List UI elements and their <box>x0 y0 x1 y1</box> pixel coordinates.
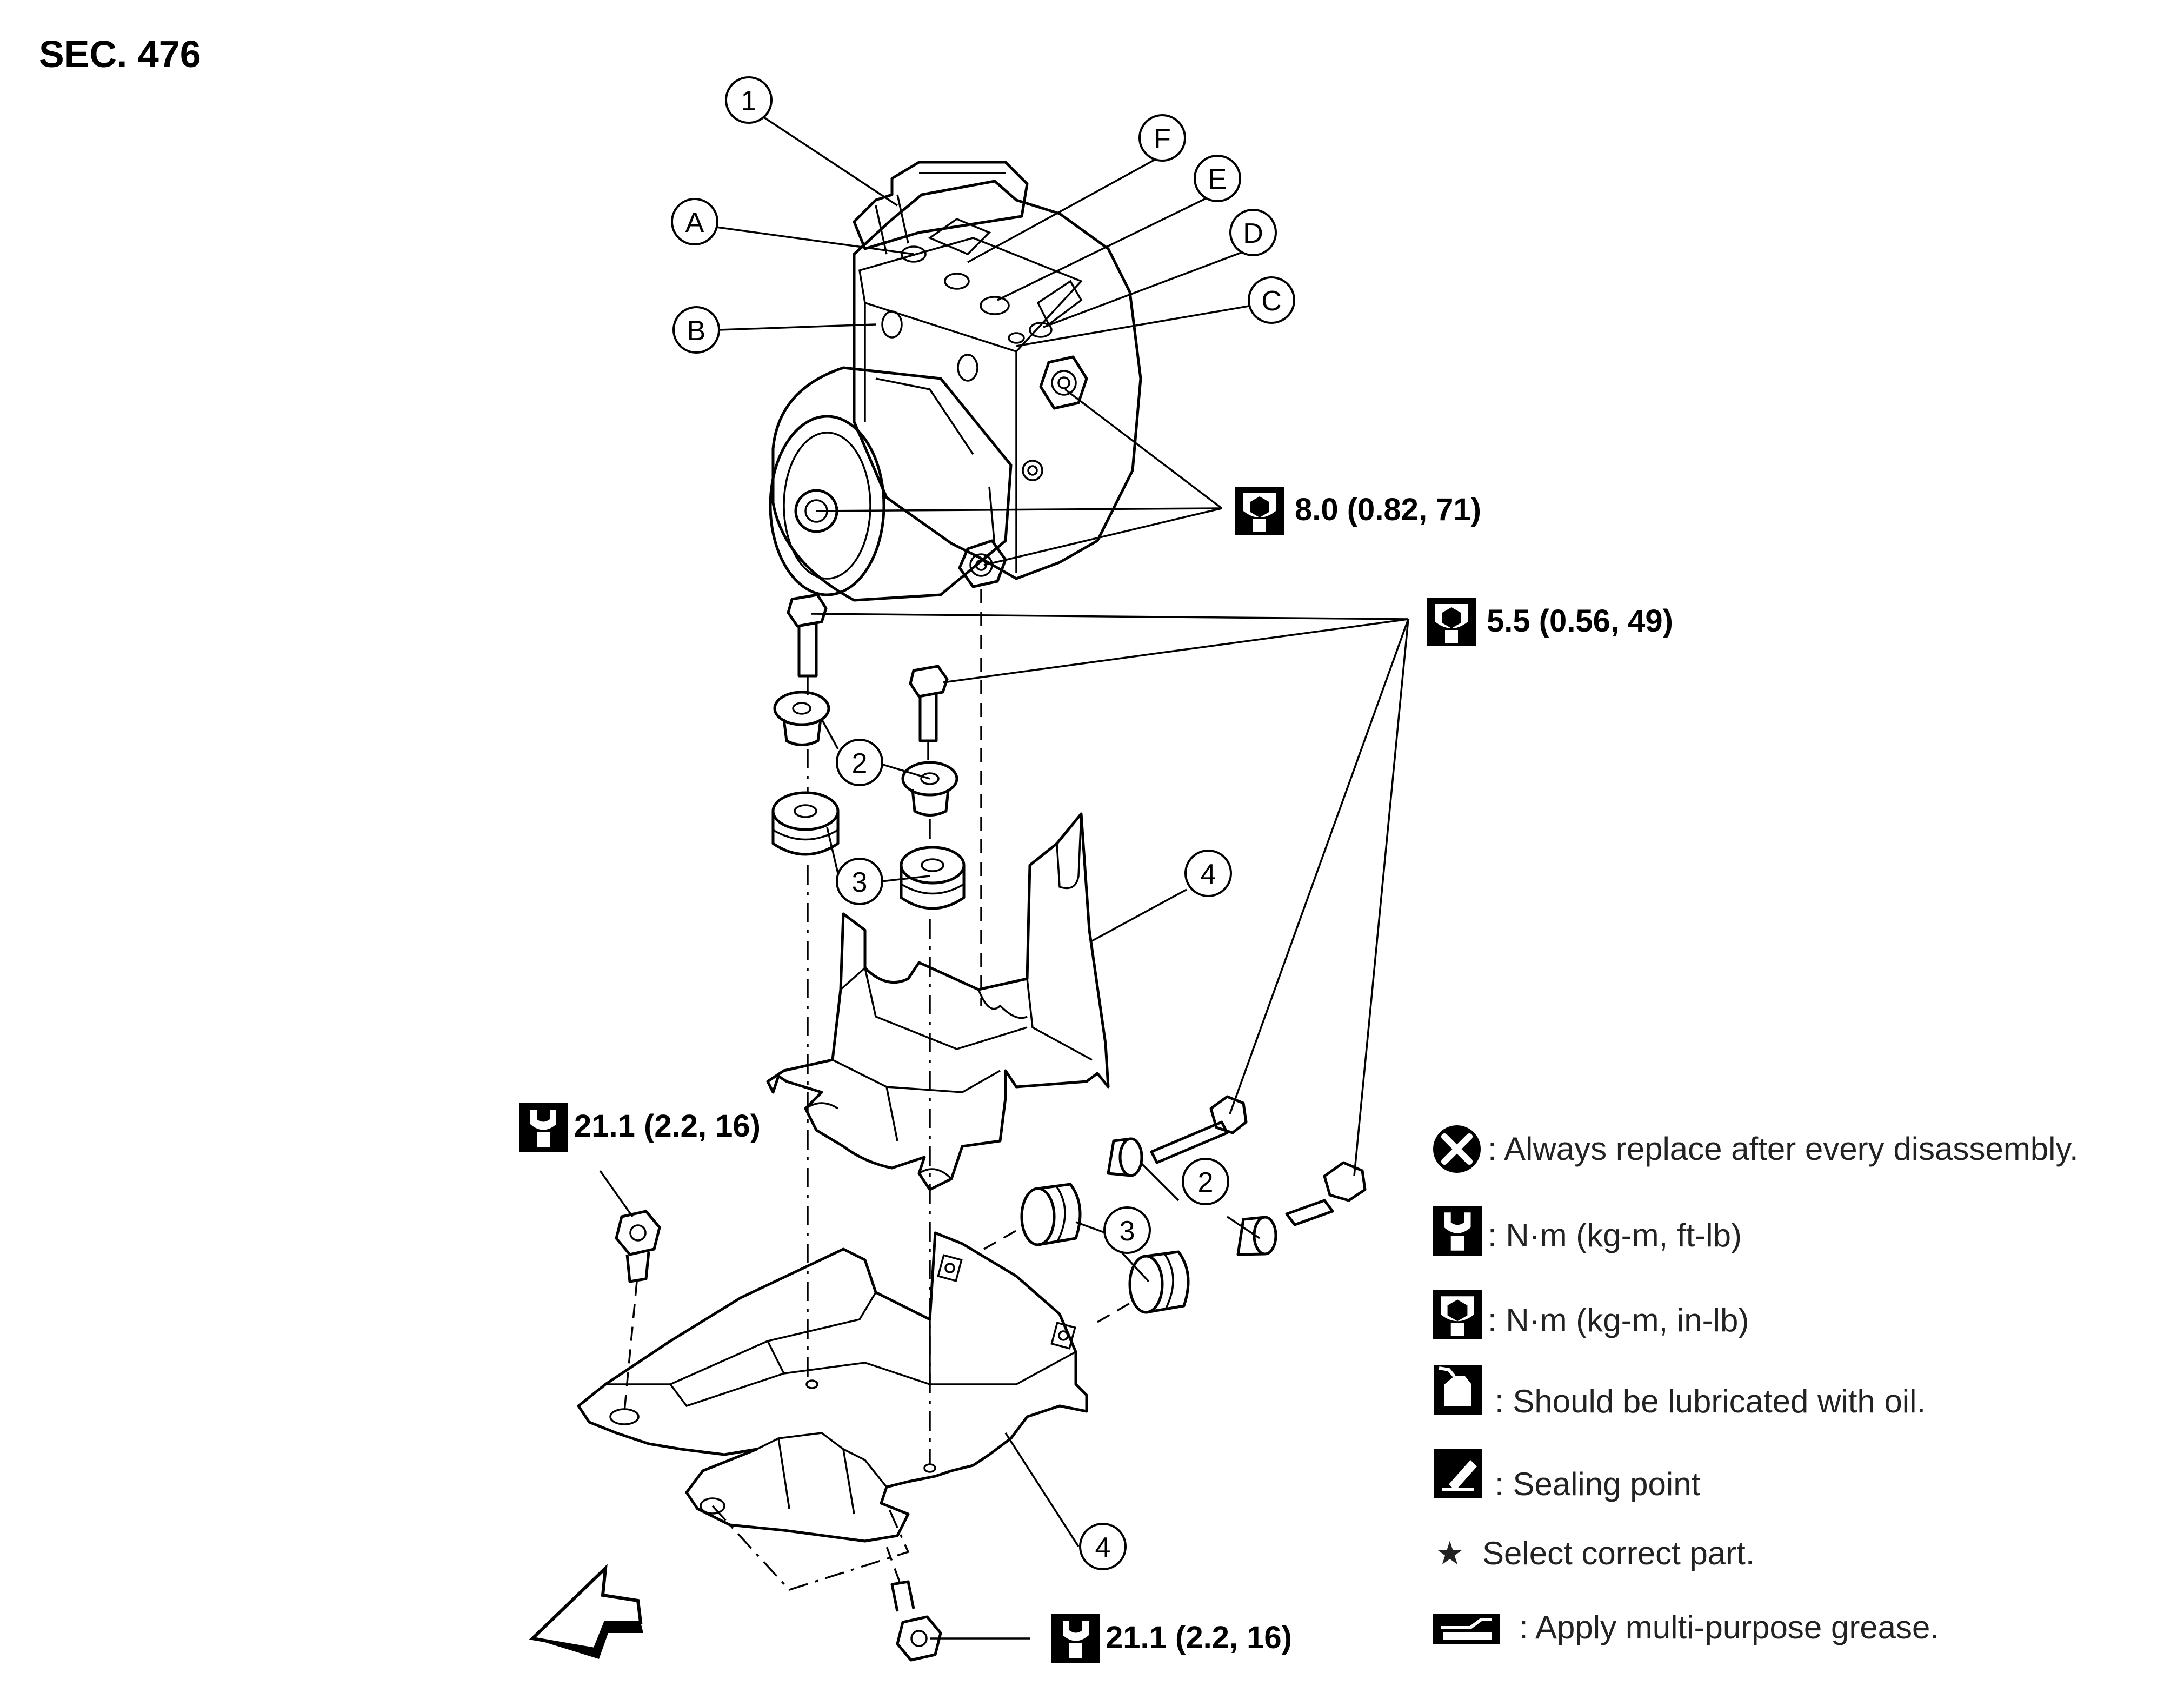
abs-actuator-unit <box>769 161 1142 602</box>
torque-label-actuator: 8.0 (0.82, 71) <box>1235 487 1481 535</box>
svg-text:F: F <box>1154 123 1171 155</box>
svg-text:: Apply multi-purpose grease.: : Apply multi-purpose grease. <box>1519 1609 1939 1645</box>
svg-text:2: 2 <box>1198 1167 1214 1198</box>
callout-D: D <box>1229 209 1277 256</box>
grommet-left <box>771 791 840 856</box>
svg-text:Select correct part.: Select correct part. <box>1482 1535 1755 1571</box>
side-collar-upper <box>1107 1137 1143 1177</box>
legend-row-grease: : Apply multi-purpose grease. <box>1433 1609 1939 1645</box>
torque-in-lb-icon <box>1427 598 1476 646</box>
section-title: SEC. 476 <box>39 33 201 75</box>
svg-text:A: A <box>685 207 704 238</box>
upper-mount-bolt-right <box>909 665 949 742</box>
side-grommet-upper <box>1020 1183 1082 1246</box>
callout-4-lower: 4 <box>1079 1523 1127 1570</box>
svg-text:: N·m (kg-m, ft-lb): : N·m (kg-m, ft-lb) <box>1488 1217 1742 1253</box>
side-bolt-lower <box>1285 1161 1367 1226</box>
svg-text:: Always replace after every d: : Always replace after every disassembly… <box>1488 1131 2079 1167</box>
sealing-point-icon <box>1434 1449 1482 1498</box>
svg-text:C: C <box>1261 286 1282 317</box>
svg-text:B: B <box>687 315 706 347</box>
svg-text:: Sealing point: : Sealing point <box>1495 1466 1701 1502</box>
upper-mount-bolt-left <box>787 593 828 678</box>
legend-row-replace: : Always replace after every disassembly… <box>1433 1125 2079 1173</box>
svg-text:3: 3 <box>852 867 868 898</box>
star-icon: ★ <box>1435 1535 1464 1571</box>
leader-lines <box>599 115 1409 1640</box>
callout-A: A <box>671 198 718 245</box>
callout-C: C <box>1248 276 1295 324</box>
svg-text:: Should be lubricated with oi: : Should be lubricated with oil. <box>1495 1383 1926 1419</box>
svg-text:3: 3 <box>1120 1216 1135 1247</box>
front-direction-arrow-icon <box>529 1564 643 1659</box>
callout-1: 1 <box>725 76 773 124</box>
svg-text:4: 4 <box>1095 1532 1111 1563</box>
upper-bracket <box>766 812 1110 1191</box>
torque-in-lb-icon <box>1235 487 1284 535</box>
svg-text:1: 1 <box>741 85 757 117</box>
legend-row-sealing: : Sealing point <box>1434 1449 1701 1502</box>
side-bolt-upper <box>1150 1095 1248 1164</box>
callout-3-upper: 3 <box>836 858 883 905</box>
lower-bracket <box>577 1231 1088 1591</box>
svg-text:E: E <box>1208 164 1227 195</box>
svg-text:8.0 (0.82, 71): 8.0 (0.82, 71) <box>1295 492 1481 527</box>
callout-3-lower: 3 <box>1103 1206 1151 1254</box>
symbol-legend: : Always replace after every disassembly… <box>1433 1125 2079 1645</box>
legend-row-ft-lb: : N·m (kg-m, ft-lb) <box>1433 1206 1742 1256</box>
callout-F: F <box>1138 114 1186 162</box>
svg-text:5.5 (0.56, 49): 5.5 (0.56, 49) <box>1487 603 1673 639</box>
torque-ft-lb-icon <box>1433 1206 1482 1256</box>
svg-text:21.1 (2.2, 16): 21.1 (2.2, 16) <box>1106 1620 1292 1655</box>
torque-in-lb-icon <box>1433 1290 1482 1339</box>
legend-row-in-lb: : N·m (kg-m, in-lb) <box>1433 1290 1749 1339</box>
legend-row-oil: : Should be lubricated with oil. <box>1434 1365 1926 1419</box>
always-replace-icon <box>1433 1125 1481 1173</box>
bracket-bolt-left <box>615 1210 661 1283</box>
grommet-right <box>900 846 966 910</box>
svg-text:21.1 (2.2, 16): 21.1 (2.2, 16) <box>574 1109 761 1144</box>
torque-ft-lb-icon <box>519 1103 568 1152</box>
side-grommet-lower <box>1128 1250 1190 1314</box>
collar-washer-right <box>901 761 958 817</box>
callout-2-lower: 2 <box>1182 1158 1229 1205</box>
svg-text:2: 2 <box>852 748 868 779</box>
torque-label-bracket-left: 21.1 (2.2, 16) <box>519 1103 761 1152</box>
torque-ft-lb-icon <box>1051 1614 1100 1663</box>
callout-4-upper: 4 <box>1184 849 1232 897</box>
grease-icon <box>1433 1614 1500 1644</box>
svg-text:4: 4 <box>1201 859 1216 890</box>
legend-row-select-part: ★ Select correct part. <box>1435 1535 1755 1571</box>
svg-text:D: D <box>1243 218 1263 249</box>
callout-E: E <box>1194 155 1241 202</box>
callout-B: B <box>672 306 720 354</box>
torque-label-bracket-bolts: 5.5 (0.56, 49) <box>1427 598 1673 646</box>
oil-can-icon <box>1434 1365 1482 1415</box>
bracket-bolt-bottom <box>890 1580 942 1662</box>
callout-2-upper: 2 <box>836 739 883 786</box>
svg-text:: N·m (kg-m, in-lb): : N·m (kg-m, in-lb) <box>1488 1302 1749 1338</box>
collar-washer-left <box>773 691 830 746</box>
torque-label-bracket-bottom: 21.1 (2.2, 16) <box>1051 1614 1292 1663</box>
